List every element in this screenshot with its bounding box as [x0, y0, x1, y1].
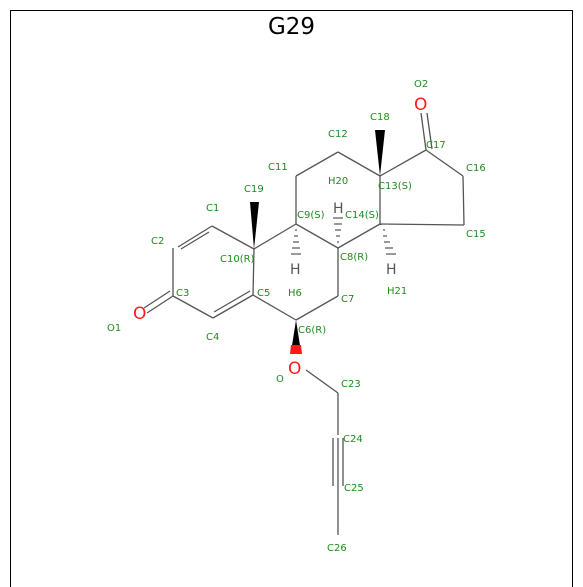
label-c13: C13(S) — [378, 181, 412, 192]
label-c16: C16 — [466, 163, 486, 174]
bond-c6-c7 — [295, 295, 339, 321]
label-c19: C19 — [244, 184, 264, 195]
wedge-c6-o-red — [290, 345, 302, 354]
oxygen-o1-symbol: O — [133, 304, 146, 324]
label-c18: C18 — [370, 112, 390, 123]
hash-c14-h21 — [383, 229, 396, 255]
bond-c17-c16 — [425, 149, 464, 177]
bond-c9-c10 — [253, 223, 297, 250]
bond-c16-c15 — [462, 175, 465, 226]
bond-c13-c17 — [379, 149, 427, 177]
label-o: O — [276, 374, 284, 385]
oxygen-o-symbol: O — [288, 359, 301, 379]
label-c2: C2 — [151, 236, 164, 247]
label-h6: H6 — [288, 288, 302, 299]
wedge-c13-c18 — [375, 130, 385, 176]
diagram-frame — [10, 10, 573, 587]
hash-c9-h6 — [291, 229, 301, 255]
label-h21: H21 — [387, 286, 407, 297]
label-c6: C6(R) — [298, 325, 326, 336]
label-c12: C12 — [328, 129, 348, 140]
bond-c17-o2-double — [426, 112, 433, 150]
label-c25: C25 — [344, 483, 364, 494]
label-c15: C15 — [466, 229, 486, 240]
molecule-title: G29 — [267, 14, 316, 40]
bond-c3-o1-double — [143, 290, 171, 309]
bond-c17-o2 — [420, 112, 427, 151]
bond-c15-c14 — [379, 223, 465, 226]
label-c23: C23 — [341, 379, 361, 390]
bond-c11-c12 — [295, 151, 339, 177]
bond-c1-c2-double — [180, 231, 210, 250]
wedge-c10-c19 — [250, 202, 259, 249]
label-c10: C10(R) — [220, 254, 255, 265]
label-c3: C3 — [176, 288, 189, 299]
label-c9: C9(S) — [297, 210, 325, 221]
label-c5: C5 — [257, 288, 270, 299]
label-o2: O2 — [414, 79, 428, 90]
bond-c14-c8 — [337, 223, 381, 249]
label-c14: C14(S) — [345, 210, 379, 221]
label-c7: C7 — [341, 294, 354, 305]
bond-c12-c13 — [337, 151, 381, 177]
label-h20: H20 — [328, 176, 348, 187]
hydrogen-h6-symbol: H — [290, 262, 301, 278]
oxygen-o2-symbol: O — [414, 95, 427, 115]
label-c4: C4 — [206, 332, 219, 343]
bond-c5-c6 — [252, 294, 297, 321]
label-o1: O1 — [107, 323, 121, 334]
bond-c4-c5 — [212, 294, 254, 319]
bond-c3-c4 — [172, 295, 214, 319]
label-c8: C8(R) — [340, 252, 368, 263]
label-c17: C17 — [426, 140, 446, 151]
label-c26: C26 — [327, 543, 347, 554]
label-c1: C1 — [206, 203, 219, 214]
bond-c1-c2 — [177, 225, 213, 248]
bond-c10-c1 — [211, 225, 255, 250]
bond-c8-c9 — [295, 223, 339, 249]
label-c24: C24 — [343, 434, 363, 445]
bond-o-c23 — [305, 369, 339, 394]
label-c11: C11 — [268, 162, 288, 173]
bond-c4-c5-double — [213, 290, 251, 313]
bond-c5-c10 — [252, 248, 255, 296]
bond-c3-o1 — [146, 295, 174, 314]
hydrogen-h20-symbol: H — [333, 201, 344, 217]
wedge-c6-o — [291, 320, 301, 352]
hash-c8-h20 — [333, 217, 343, 243]
hydrogen-h21-symbol: H — [386, 262, 397, 278]
